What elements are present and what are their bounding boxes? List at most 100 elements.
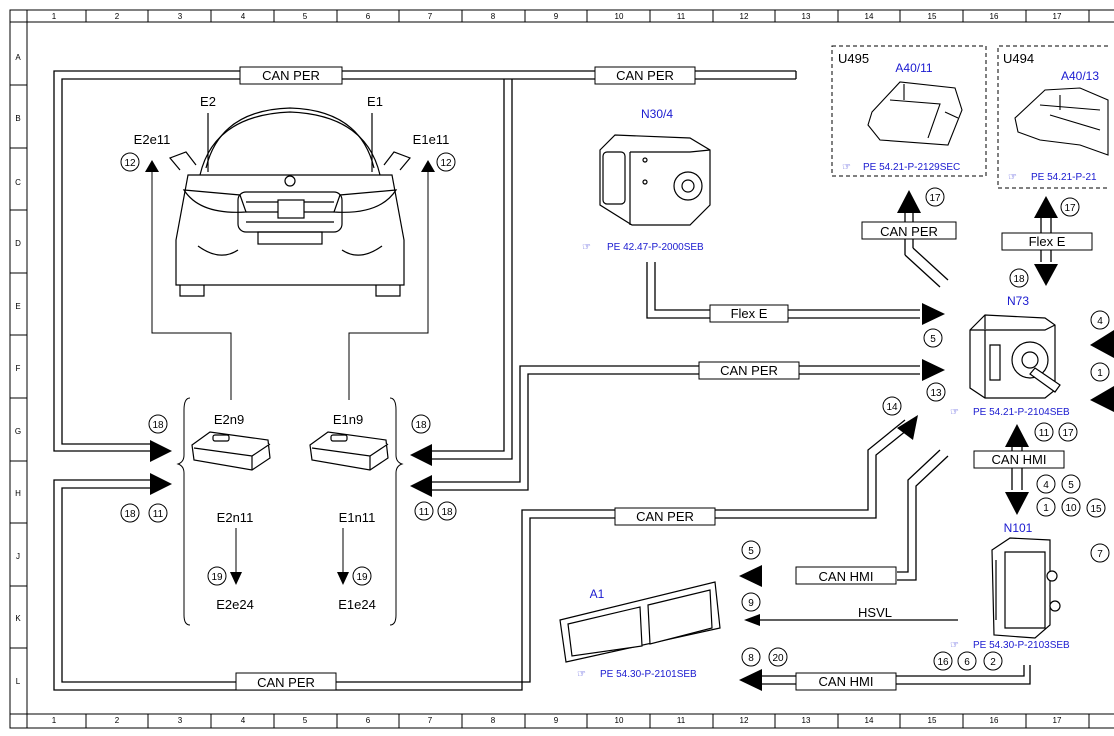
a40-13-name: A40/13 xyxy=(1061,69,1099,83)
grid-col-4: 4 xyxy=(241,716,246,725)
a1-name: A1 xyxy=(590,587,605,601)
a40-11-device xyxy=(867,81,963,146)
can-hmi-label-n73: CAN HMI xyxy=(992,452,1047,467)
grid-col-8: 8 xyxy=(491,716,496,725)
can-per-label-bottom: CAN PER xyxy=(257,675,315,690)
arrowheads xyxy=(145,160,1114,691)
control-unit-labels: E2n9 E1n9 E2n11 E1n11 E2e24 E1e24 xyxy=(214,412,376,612)
connection-number: 12 xyxy=(124,158,136,169)
connection-number: 17 xyxy=(1062,428,1074,439)
connection-number: 12 xyxy=(440,158,452,169)
vehicle-labels: E2 E1 E2e11 E1e11 xyxy=(134,94,450,147)
n73-ref: PE 54.21-P-2104SEB xyxy=(973,407,1070,418)
right-output-label: E1e24 xyxy=(338,597,376,612)
a40-13-ref-icon: ☞ xyxy=(1008,172,1017,183)
connection-number: 4 xyxy=(1043,480,1049,491)
grid-col-9: 9 xyxy=(554,12,559,21)
headlamp-lines xyxy=(151,170,429,576)
connection-number: 18 xyxy=(124,509,136,520)
n30-4-ref-icon: ☞ xyxy=(582,242,591,253)
left-sub-unit-label: E2n11 xyxy=(217,510,254,525)
control-unit-brackets xyxy=(176,397,404,626)
bus-labels: CAN PER CAN PER Flex E CAN PER CAN PER F… xyxy=(235,66,1093,691)
grid-col-3: 3 xyxy=(178,716,183,725)
a40-11-box: U495 A40/11 ☞ PE 54.21-P-2129SEC xyxy=(831,45,987,177)
connection-number: 19 xyxy=(356,572,368,583)
a1-labels: A1 ☞ PE 54.30-P-2101SEB xyxy=(577,587,697,680)
right-control-unit-label: E1n9 xyxy=(333,412,363,427)
hsvl-label: HSVL xyxy=(858,605,892,620)
grid-col-7: 7 xyxy=(428,12,433,21)
can-hmi-label-upper: CAN HMI xyxy=(819,569,874,584)
grid-row-b: B xyxy=(15,114,20,123)
grid-col-14: 14 xyxy=(865,716,874,725)
grid-frame xyxy=(9,9,1114,729)
grid-col-7: 7 xyxy=(428,716,433,725)
connection-number: 8 xyxy=(748,653,754,664)
connection-number: 5 xyxy=(930,334,936,345)
connection-number: 9 xyxy=(748,598,754,609)
n30-4-name: N30/4 xyxy=(641,107,673,121)
a40-11-ref-icon: ☞ xyxy=(842,162,851,173)
grid-col-16: 16 xyxy=(990,12,999,21)
grid-col-12: 12 xyxy=(740,12,749,21)
can-hmi-label-lower: CAN HMI xyxy=(819,674,874,689)
grid-col-2: 2 xyxy=(115,716,120,725)
can-per-label-a40-11: CAN PER xyxy=(880,224,938,239)
grid-row-l: L xyxy=(16,677,21,686)
connection-number: 16 xyxy=(937,657,949,668)
connection-number: 6 xyxy=(964,657,970,668)
connection-number: 17 xyxy=(929,193,941,204)
connection-number: 18 xyxy=(152,420,164,431)
connection-number: 11 xyxy=(153,509,164,520)
grid-col-8: 8 xyxy=(491,12,496,21)
grid-row-d: D xyxy=(15,239,21,248)
connection-number: 1 xyxy=(1043,503,1049,514)
can-per-label-a1: CAN PER xyxy=(636,509,694,524)
connection-number: 18 xyxy=(1013,274,1025,285)
grid-row-f: F xyxy=(16,364,21,373)
n73-labels: N73 ☞ PE 54.21-P-2104SEB xyxy=(950,294,1070,418)
connection-number: 5 xyxy=(748,546,754,557)
connection-number: 20 xyxy=(772,653,784,664)
connection-number: 17 xyxy=(1064,203,1076,214)
connection-number: 4 xyxy=(1097,316,1103,327)
right-headlamp-module-label: E1e11 xyxy=(413,132,450,147)
connection-number: 2 xyxy=(990,657,996,668)
grid-column-labels-top: 1 2 3 4 5 6 7 8 9 10 11 12 13 14 15 16 1… xyxy=(52,12,1062,21)
grid-col-13: 13 xyxy=(802,12,811,21)
left-headlamp-label: E2 xyxy=(200,94,216,109)
grid-col-3: 3 xyxy=(178,12,183,21)
left-headlamp-module-label: E2e11 xyxy=(134,132,171,147)
n101-name: N101 xyxy=(1004,521,1033,535)
n73-unit xyxy=(969,314,1061,399)
connection-number: 13 xyxy=(930,388,942,399)
grid-col-1: 1 xyxy=(52,12,57,21)
grid-col-5: 5 xyxy=(303,12,308,21)
grid-row-c: C xyxy=(15,178,21,187)
a40-11-frame-label: U495 xyxy=(838,51,869,66)
can-per-label-top-left: CAN PER xyxy=(262,68,320,83)
grid-row-h: H xyxy=(15,489,21,498)
grid-col-6: 6 xyxy=(366,12,371,21)
grid-col-1: 1 xyxy=(52,716,57,725)
n30-4-labels: N30/4 ☞ PE 42.47-P-2000SEB xyxy=(582,107,704,253)
grid-col-6: 6 xyxy=(366,716,371,725)
right-headlamp-label: E1 xyxy=(367,94,383,109)
grid-col-12: 12 xyxy=(740,716,749,725)
grid-column-labels-bottom: 1 2 3 4 5 6 7 8 9 10 11 12 13 14 15 16 1… xyxy=(52,716,1062,725)
a1-ref-icon: ☞ xyxy=(577,669,586,680)
connection-number: 19 xyxy=(211,572,223,583)
grid-col-17: 17 xyxy=(1053,12,1062,21)
n73-name: N73 xyxy=(1007,294,1029,308)
a1-ref: PE 54.30-P-2101SEB xyxy=(600,669,697,680)
connection-number: 1 xyxy=(1097,368,1103,379)
connection-number: 5 xyxy=(1068,480,1074,491)
grid-col-13: 13 xyxy=(802,716,811,725)
a40-13-frame-label: U494 xyxy=(1003,51,1034,66)
right-control-unit xyxy=(309,431,389,471)
grid-col-15: 15 xyxy=(928,12,937,21)
grid-col-15: 15 xyxy=(928,716,937,725)
connection-number: 11 xyxy=(419,507,430,518)
